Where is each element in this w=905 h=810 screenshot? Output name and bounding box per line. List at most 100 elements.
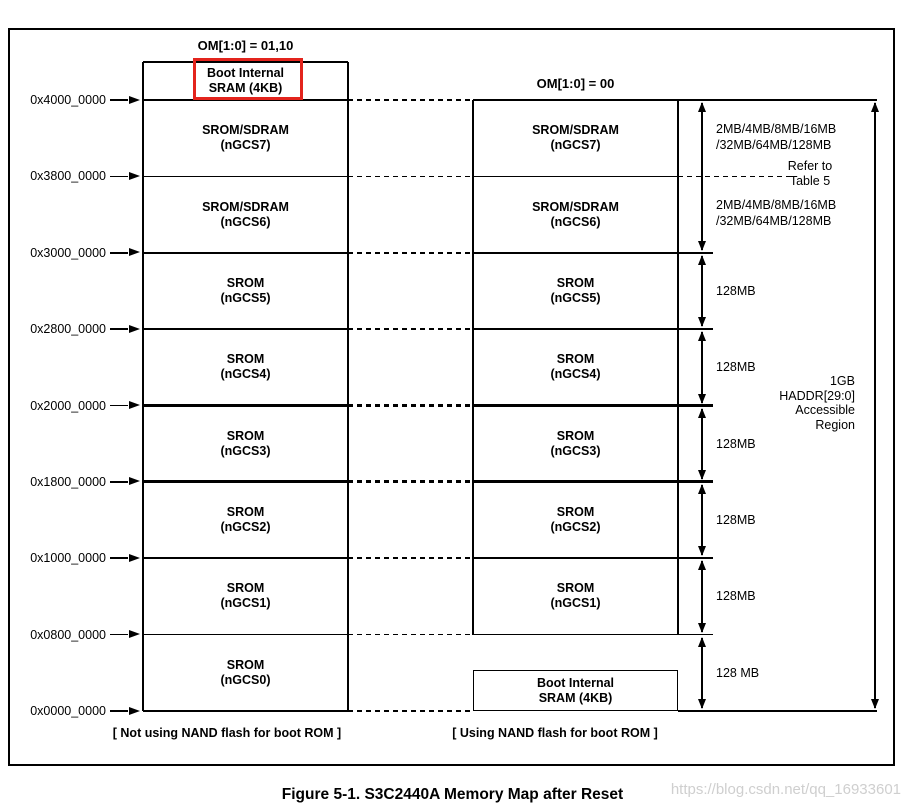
size-arrow-shaft (701, 484, 703, 556)
address-arrow-line (110, 633, 128, 636)
bottom-extension-line (678, 710, 877, 712)
boundary-line (143, 633, 348, 636)
address-label: 0x1800_0000 (30, 474, 106, 489)
address-label: 0x2800_0000 (30, 322, 106, 337)
memory-block-left: SROM/SDRAM (nGCS7) (202, 123, 289, 153)
region-note: 1GB HADDR[29:0] Accessible Region (779, 374, 855, 432)
address-arrow-line (110, 251, 128, 254)
address-label: 0x1000_0000 (30, 551, 106, 566)
block-size-label: 128MB (716, 283, 756, 298)
boundary-line (473, 328, 678, 330)
boot-sram-block-left: Boot Internal SRAM (4KB) (206, 66, 285, 95)
block-size-label: 128MB (716, 589, 756, 604)
boundary-line (473, 99, 877, 101)
address-arrow-line (110, 99, 128, 101)
memory-block-left: SROM (nGCS4) (220, 352, 271, 382)
boundary-line (473, 175, 678, 178)
arrowhead-down-icon (697, 546, 706, 557)
arrowhead-down-icon (697, 622, 706, 633)
boundary-dash (348, 480, 473, 484)
boundary-line (473, 480, 678, 484)
boundary-line (473, 633, 678, 636)
size-arrow-shaft (701, 637, 703, 708)
boot-sram-highlight-box (193, 58, 303, 100)
arrowhead-up-icon (697, 331, 706, 342)
address-arrow-line (110, 328, 128, 330)
refer-note: Refer to Table 5 (787, 159, 833, 188)
memory-block-left: SROM (nGCS3) (220, 428, 271, 458)
address-arrowhead-icon (129, 171, 140, 180)
size-arrow-shaft (701, 103, 703, 250)
address-arrowhead-icon (129, 553, 140, 562)
block-size-label: 128MB (716, 513, 756, 528)
address-arrowhead-icon (129, 95, 140, 104)
diagram-frame (8, 28, 895, 766)
memory-block-left: SROM (nGCS5) (220, 275, 271, 305)
boundary-dash (348, 251, 473, 254)
refer-dash (678, 175, 797, 178)
boundary-line (143, 480, 348, 484)
address-label: 0x2000_0000 (30, 398, 106, 413)
column-edge (677, 100, 679, 635)
memory-block-right: SROM/SDRAM (nGCS6) (532, 199, 619, 229)
arrowhead-down-icon (697, 317, 706, 328)
memory-block-left: SROM (nGCS2) (220, 505, 271, 535)
block-size-label: 128MB (716, 360, 756, 375)
column-edge (347, 62, 349, 711)
boundary-line (473, 251, 678, 254)
tick-line (678, 251, 713, 254)
boundary-dash (348, 99, 473, 101)
address-arrow-line (110, 557, 128, 560)
boundary-dash (348, 557, 473, 560)
memory-block-left: SROM (nGCS0) (220, 657, 271, 687)
address-arrow-line (110, 175, 128, 178)
memory-block-left: SROM/SDRAM (nGCS6) (202, 199, 289, 229)
boundary-line (473, 404, 678, 407)
memory-block-right: SROM/SDRAM (nGCS7) (532, 123, 619, 153)
memory-block-right: SROM (nGCS3) (550, 428, 601, 458)
column-edge (142, 62, 144, 711)
column-edge (472, 100, 474, 635)
boot-sram-block-right: Boot Internal SRAM (4KB) (473, 670, 678, 711)
memory-block-right: SROM (nGCS1) (550, 581, 601, 611)
address-arrowhead-icon (129, 401, 140, 409)
arrowhead-down-icon (697, 469, 706, 480)
address-label: 0x4000_0000 (30, 93, 106, 107)
memory-block-right: SROM (nGCS2) (550, 505, 601, 535)
arrowhead-down-icon (697, 699, 706, 709)
tick-line (678, 480, 713, 484)
address-arrowhead-icon (129, 248, 140, 257)
boundary-line (143, 557, 348, 560)
boundary-line (143, 710, 348, 712)
block-size-label: 128 MB (716, 665, 760, 680)
address-label: 0x0800_0000 (30, 627, 106, 642)
boundary-line (143, 251, 348, 254)
boundary-line (143, 61, 348, 63)
address-arrowhead-icon (129, 706, 140, 715)
figure-caption: Figure 5-1. S3C2440A Memory Map after Re… (281, 786, 624, 803)
address-arrowhead-icon (129, 324, 140, 333)
memory-block-left: SROM (nGCS1) (220, 581, 271, 611)
size-arrow-shaft (701, 561, 703, 632)
arrowhead-up-icon (697, 636, 706, 647)
address-label: 0x0000_0000 (30, 704, 106, 718)
arrowhead-up-icon (697, 254, 706, 265)
boundary-dash (348, 175, 473, 178)
arrowhead-up-icon (697, 102, 706, 112)
boundary-line (143, 404, 348, 407)
watermark-text: https://blog.csdn.net/qq_16933601 (670, 781, 901, 798)
tick-line (678, 633, 713, 636)
caption-not-using-nand: [ Not using NAND flash for boot ROM ] (112, 726, 342, 740)
arrowhead-up-icon (697, 407, 706, 418)
tick-line (678, 328, 713, 330)
boundary-line (473, 557, 678, 560)
memory-block-right: SROM (nGCS5) (550, 275, 601, 305)
arrowhead-down-icon (697, 393, 706, 404)
block-size-label: 128MB (716, 436, 756, 451)
memory-block-right: SROM (nGCS4) (550, 352, 601, 382)
arrowhead-up-icon (697, 483, 706, 494)
size-arrow-shaft (701, 255, 703, 327)
arrowhead-down-icon (697, 240, 706, 251)
